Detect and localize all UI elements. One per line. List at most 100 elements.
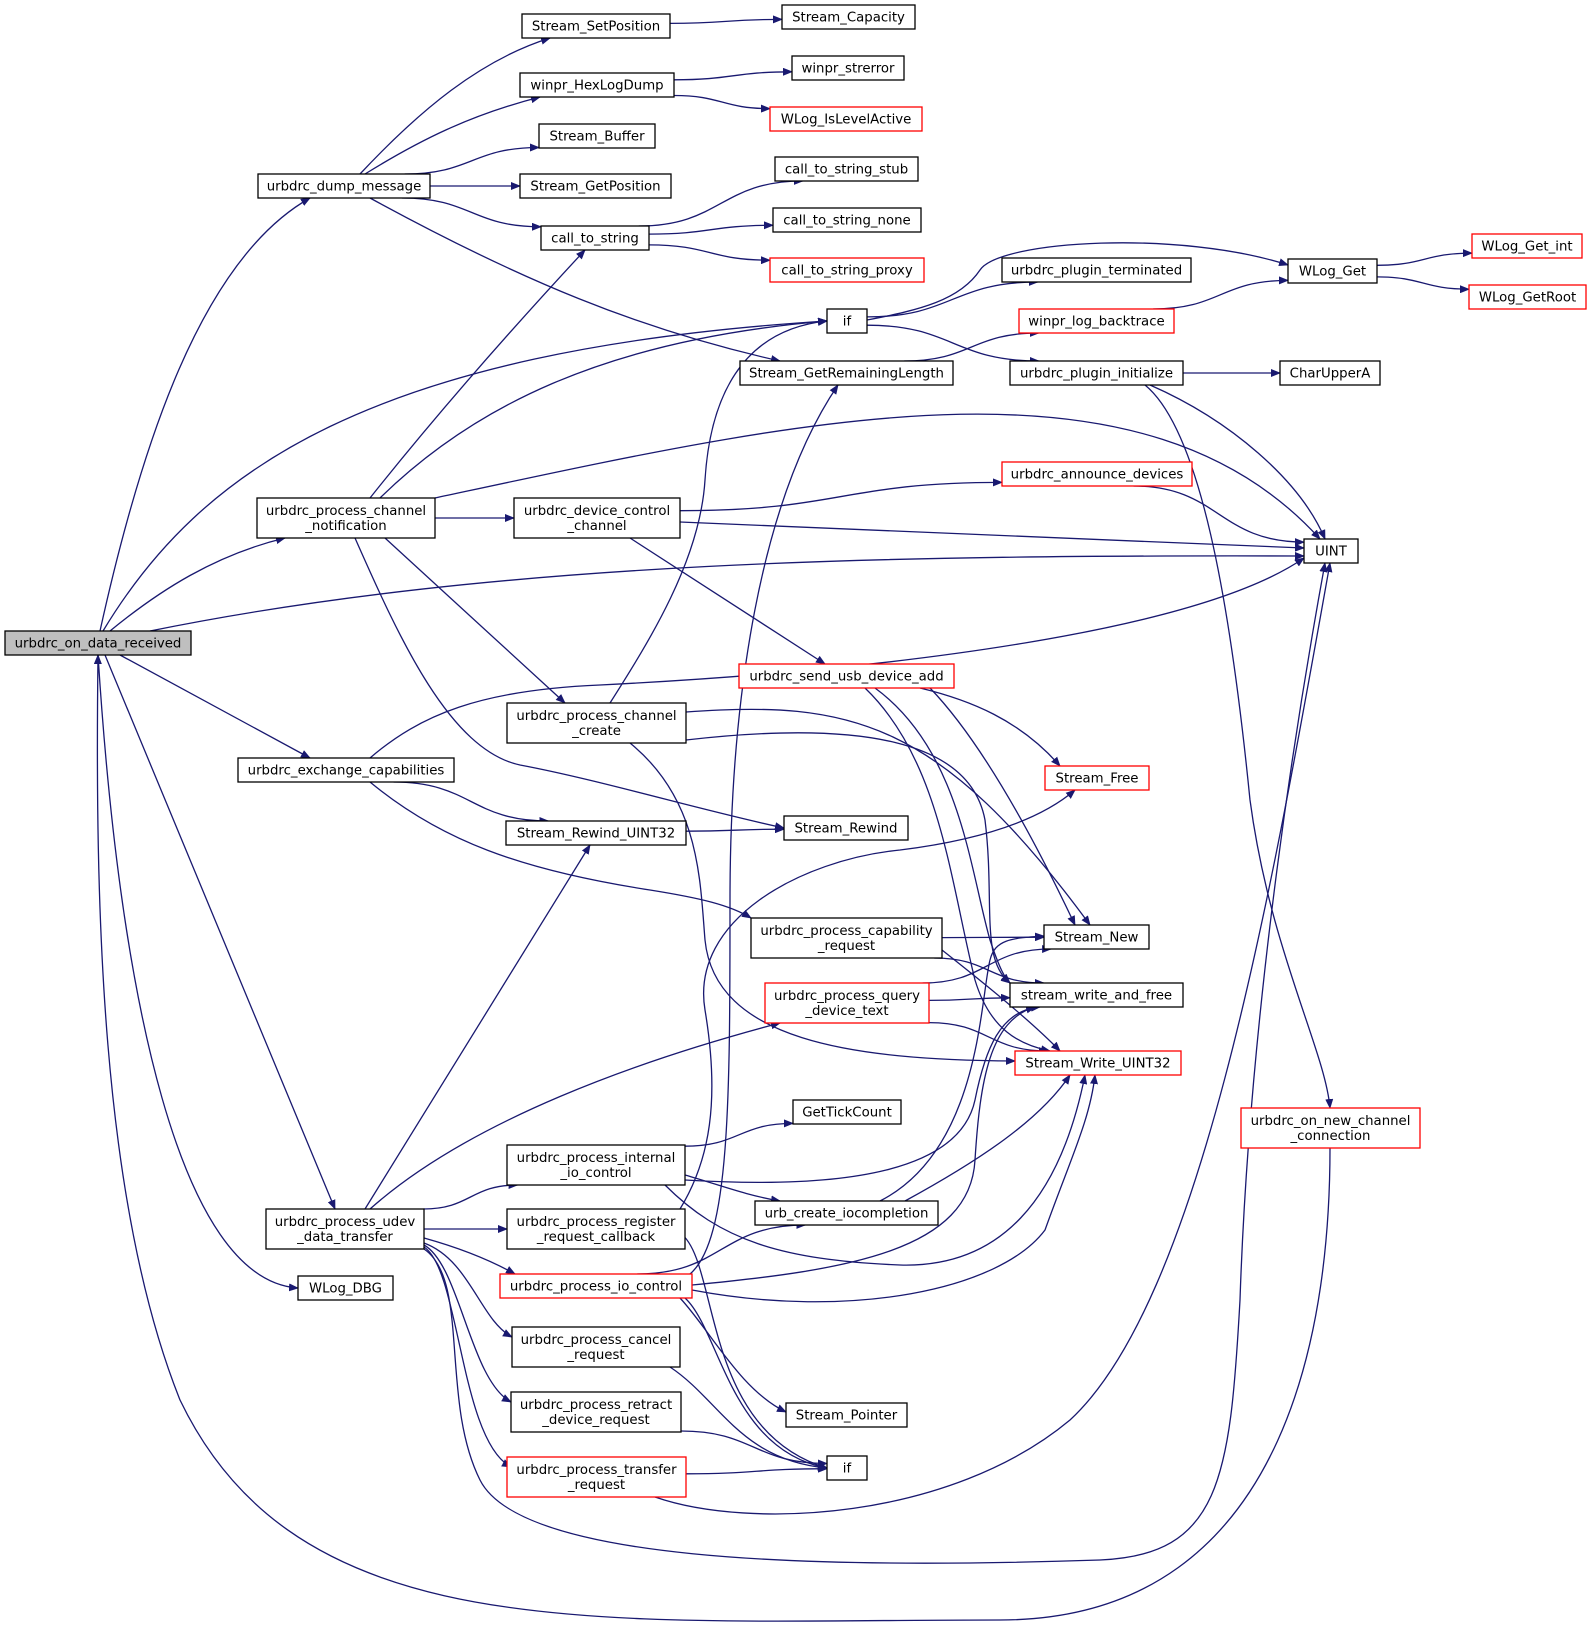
node-stream_write_and_free[interactable]: stream_write_and_free bbox=[1009, 982, 1184, 1008]
node-call_to_string_none[interactable]: call_to_string_none bbox=[772, 207, 922, 233]
node-urbdrc_process_channel_create[interactable]: urbdrc_process_channel_create bbox=[506, 702, 687, 744]
node-box[interactable] bbox=[1044, 765, 1150, 791]
node-urbdrc_process_io_control[interactable]: urbdrc_process_io_control bbox=[499, 1273, 693, 1299]
node-urbdrc_device_control_channel[interactable]: urbdrc_device_control_channel bbox=[513, 497, 681, 539]
node-box[interactable] bbox=[781, 4, 916, 30]
node-box[interactable] bbox=[1001, 461, 1193, 487]
node-box[interactable] bbox=[499, 1273, 693, 1299]
node-Stream_GetPosition[interactable]: Stream_GetPosition bbox=[519, 173, 672, 199]
node-urb_create_iocompletion[interactable]: urb_create_iocompletion bbox=[754, 1200, 939, 1226]
node-urbdrc_plugin_initialize[interactable]: urbdrc_plugin_initialize bbox=[1009, 360, 1184, 386]
node-box[interactable] bbox=[750, 917, 943, 959]
node-Stream_SetPosition[interactable]: Stream_SetPosition bbox=[521, 13, 671, 39]
node-box[interactable] bbox=[506, 702, 687, 744]
node-box[interactable] bbox=[1009, 360, 1184, 386]
node-CharUpperA[interactable]: CharUpperA bbox=[1279, 360, 1381, 386]
node-box[interactable] bbox=[506, 1144, 686, 1186]
node-Stream_Free[interactable]: Stream_Free bbox=[1044, 765, 1150, 791]
node-box[interactable] bbox=[506, 1208, 686, 1250]
node-Stream_Write_UINT32[interactable]: Stream_Write_UINT32 bbox=[1014, 1050, 1182, 1076]
node-box[interactable] bbox=[769, 106, 923, 132]
node-box[interactable] bbox=[510, 1391, 682, 1433]
node-Stream_Rewind[interactable]: Stream_Rewind bbox=[783, 815, 909, 841]
node-urbdrc_on_new_channel_connection[interactable]: urbdrc_on_new_channel_connection bbox=[1240, 1107, 1421, 1149]
node-urbdrc_process_udev_data_transfer[interactable]: urbdrc_process_udev_data_transfer bbox=[265, 1208, 425, 1250]
node-box[interactable] bbox=[519, 173, 672, 199]
node-box[interactable] bbox=[1018, 308, 1175, 334]
node-call_to_string_stub[interactable]: call_to_string_stub bbox=[774, 156, 919, 182]
node-urbdrc_announce_devices[interactable]: urbdrc_announce_devices bbox=[1001, 461, 1193, 487]
node-WLog_Get_int[interactable]: WLog_Get_int bbox=[1471, 233, 1583, 259]
node-box[interactable] bbox=[4, 630, 192, 656]
node-Stream_GetRemainingLength[interactable]: Stream_GetRemainingLength bbox=[739, 360, 954, 386]
node-box[interactable] bbox=[1001, 257, 1192, 283]
node-box[interactable] bbox=[826, 308, 868, 334]
node-WLog_GetRoot[interactable]: WLog_GetRoot bbox=[1468, 284, 1587, 310]
node-call_to_string_proxy[interactable]: call_to_string_proxy bbox=[769, 257, 925, 283]
node-winpr_HexLogDump[interactable]: winpr_HexLogDump bbox=[519, 72, 675, 98]
node-box[interactable] bbox=[519, 72, 675, 98]
node-box[interactable] bbox=[1471, 233, 1583, 259]
node-WLog_IsLevelActive[interactable]: WLog_IsLevelActive bbox=[769, 106, 923, 132]
node-Stream_Pointer[interactable]: Stream_Pointer bbox=[785, 1402, 908, 1428]
node-Stream_New[interactable]: Stream_New bbox=[1043, 924, 1150, 950]
node-box[interactable] bbox=[297, 1275, 394, 1301]
node-box[interactable] bbox=[792, 1099, 902, 1125]
node-urbdrc_on_data_received[interactable]: urbdrc_on_data_received bbox=[4, 630, 192, 656]
node-box[interactable] bbox=[1014, 1050, 1182, 1076]
node-box[interactable] bbox=[754, 1200, 939, 1226]
node-urbdrc_process_cancel_request[interactable]: urbdrc_process_cancel_request bbox=[511, 1326, 681, 1368]
node-winpr_strerror[interactable]: winpr_strerror bbox=[791, 55, 905, 81]
node-box[interactable] bbox=[1303, 538, 1359, 564]
node-box[interactable] bbox=[511, 1326, 681, 1368]
node-box[interactable] bbox=[1468, 284, 1587, 310]
node-if_top[interactable]: if bbox=[826, 308, 868, 334]
node-urbdrc_process_capability_request[interactable]: urbdrc_process_capability_request bbox=[750, 917, 943, 959]
node-box[interactable] bbox=[764, 982, 930, 1024]
node-box[interactable] bbox=[506, 1456, 687, 1498]
node-box[interactable] bbox=[1287, 258, 1378, 284]
node-box[interactable] bbox=[738, 663, 955, 689]
node-GetTickCount[interactable]: GetTickCount bbox=[792, 1099, 902, 1125]
node-box[interactable] bbox=[521, 13, 671, 39]
node-box[interactable] bbox=[1009, 982, 1184, 1008]
node-urbdrc_plugin_terminated[interactable]: urbdrc_plugin_terminated bbox=[1001, 257, 1192, 283]
node-urbdrc_dump_message[interactable]: urbdrc_dump_message bbox=[257, 173, 431, 199]
node-box[interactable] bbox=[513, 497, 681, 539]
node-box[interactable] bbox=[826, 1455, 868, 1481]
node-box[interactable] bbox=[739, 360, 954, 386]
node-box[interactable] bbox=[540, 225, 650, 251]
node-box[interactable] bbox=[783, 815, 909, 841]
node-urbdrc_process_query_device_text[interactable]: urbdrc_process_query_device_text bbox=[764, 982, 930, 1024]
node-if_bottom[interactable]: if bbox=[826, 1455, 868, 1481]
node-box[interactable] bbox=[769, 257, 925, 283]
node-box[interactable] bbox=[237, 757, 455, 783]
node-winpr_log_backtrace[interactable]: winpr_log_backtrace bbox=[1018, 308, 1175, 334]
node-box[interactable] bbox=[265, 1208, 425, 1250]
node-urbdrc_process_internal_io_control[interactable]: urbdrc_process_internal_io_control bbox=[506, 1144, 686, 1186]
node-box[interactable] bbox=[505, 820, 687, 846]
node-UINT[interactable]: UINT bbox=[1303, 538, 1359, 564]
node-WLog_Get[interactable]: WLog_Get bbox=[1287, 258, 1378, 284]
node-box[interactable] bbox=[772, 207, 922, 233]
node-box[interactable] bbox=[538, 123, 656, 149]
node-Stream_Buffer[interactable]: Stream_Buffer bbox=[538, 123, 656, 149]
node-Stream_Capacity[interactable]: Stream_Capacity bbox=[781, 4, 916, 30]
node-urbdrc_process_transfer_request[interactable]: urbdrc_process_transfer_request bbox=[506, 1456, 687, 1498]
node-urbdrc_process_channel_notification[interactable]: urbdrc_process_channel_notification bbox=[256, 497, 436, 539]
node-Stream_Rewind_UINT32[interactable]: Stream_Rewind_UINT32 bbox=[505, 820, 687, 846]
node-box[interactable] bbox=[1279, 360, 1381, 386]
node-box[interactable] bbox=[785, 1402, 908, 1428]
node-urbdrc_process_register_request_callback[interactable]: urbdrc_process_register_request_callback bbox=[506, 1208, 686, 1250]
node-urbdrc_exchange_capabilities[interactable]: urbdrc_exchange_capabilities bbox=[237, 757, 455, 783]
node-box[interactable] bbox=[791, 55, 905, 81]
node-box[interactable] bbox=[1043, 924, 1150, 950]
node-WLog_DBG[interactable]: WLog_DBG bbox=[297, 1275, 394, 1301]
node-box[interactable] bbox=[1240, 1107, 1421, 1149]
node-box[interactable] bbox=[257, 173, 431, 199]
node-urbdrc_send_usb_device_add[interactable]: urbdrc_send_usb_device_add bbox=[738, 663, 955, 689]
node-box[interactable] bbox=[774, 156, 919, 182]
node-call_to_string[interactable]: call_to_string bbox=[540, 225, 650, 251]
node-box[interactable] bbox=[256, 497, 436, 539]
node-urbdrc_process_retract_device_request[interactable]: urbdrc_process_retract_device_request bbox=[510, 1391, 682, 1433]
